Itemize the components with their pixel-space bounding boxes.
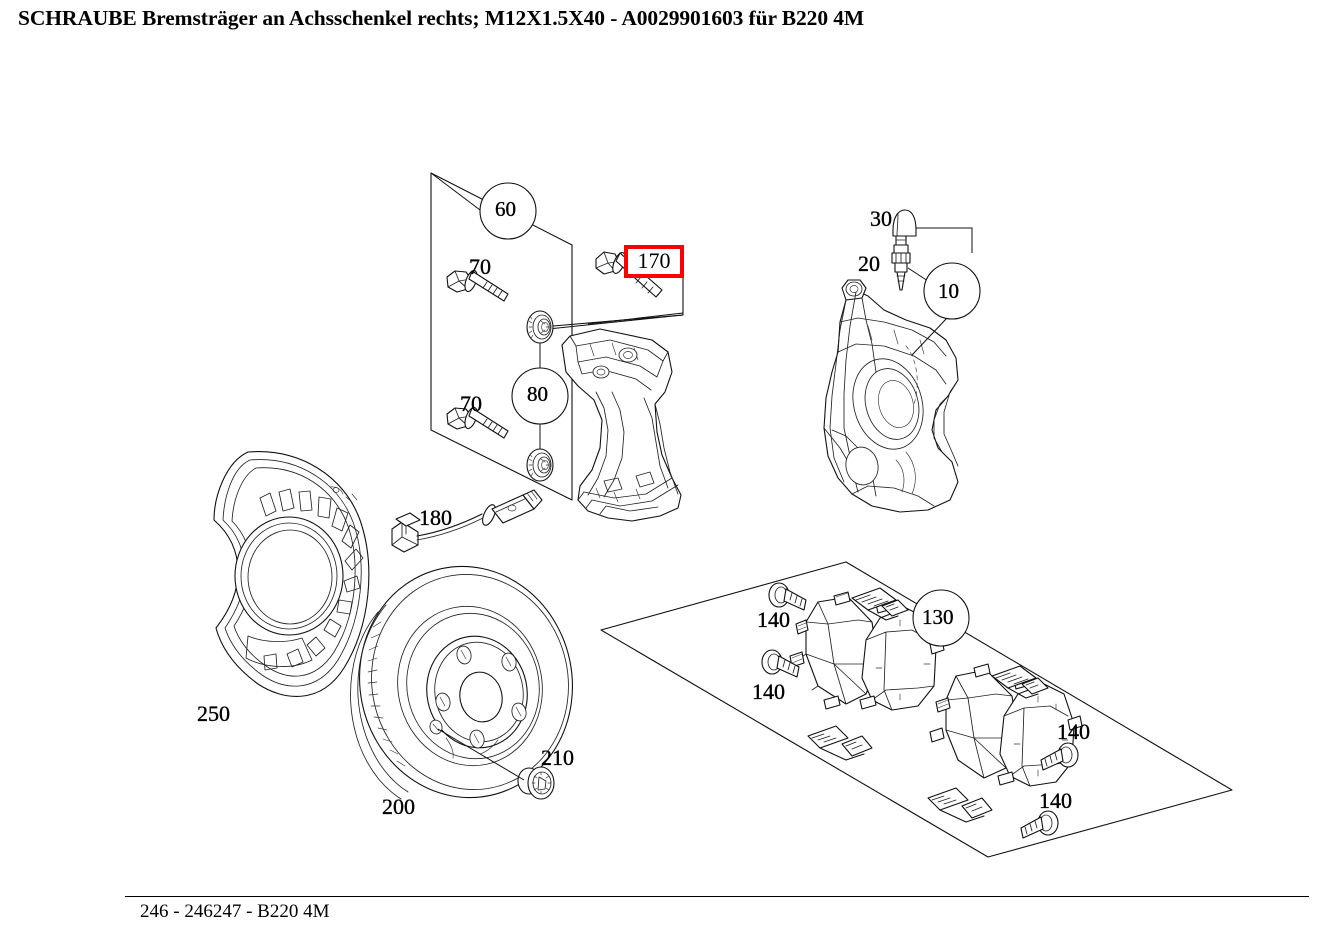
leader-210 [437, 728, 525, 781]
callout-label-10: 10 [938, 279, 959, 303]
brake-dust-shield-250 [213, 451, 370, 697]
balloon-60 [479, 182, 537, 240]
leader-170 [587, 312, 684, 325]
pad-spring-clip-2 [807, 725, 873, 761]
footer-reference: 246 - 246247 - B220 4M [140, 901, 330, 922]
leader-60 [430, 172, 485, 214]
pad-bolt-140-1 [768, 582, 807, 611]
footer-divider [125, 896, 1309, 897]
callout-label-200: 200 [382, 794, 415, 819]
callout-label-20: 20 [858, 251, 880, 276]
callout-label-30: 30 [870, 206, 892, 231]
guide-bushing-80-lower [526, 448, 554, 482]
brake-disc-200 [350, 565, 574, 800]
leader-10 [911, 317, 948, 356]
caliper-carrier-bracket [561, 328, 682, 522]
balloon-130 [912, 589, 970, 647]
callout-label-140-1: 140 [757, 607, 790, 632]
brake-wear-sensor-180 [391, 489, 543, 553]
leader-20 [907, 267, 929, 282]
callout-label-170: 170 [637, 248, 671, 273]
callout-label-180: 180 [419, 505, 452, 530]
leader-30 [916, 227, 973, 253]
brake-caliper-10 [823, 279, 959, 513]
highlight-box-170 [624, 245, 684, 278]
guide-bushing-80-upper [526, 310, 554, 344]
pad-spring-clip-3 [991, 665, 1049, 699]
callout-label-80: 80 [527, 382, 548, 406]
callout-label-140-2: 140 [752, 679, 785, 704]
brake-pad-1 [789, 591, 879, 710]
callout-label-140-4: 140 [1039, 788, 1072, 813]
disc-retaining-screw-210 [517, 766, 555, 800]
pad-bolt-140-4 [1020, 810, 1059, 839]
balloon-80 [511, 367, 569, 425]
guide-bolt-70-lower [446, 406, 509, 439]
pad-bolt-140-2 [761, 649, 800, 678]
callout-label-60: 60 [495, 197, 516, 221]
group-130-boundary [600, 561, 1233, 858]
pad-bolt-140-3 [1040, 742, 1079, 771]
callout-label-130: 130 [922, 605, 954, 629]
balloon-10 [923, 262, 981, 320]
callout-label-140-3: 140 [1057, 719, 1090, 744]
callout-label-70-upper: 70 [469, 254, 491, 279]
guide-bolt-70-upper [446, 269, 509, 302]
bleeder-cap-30 [892, 209, 917, 237]
pad-spring-clip-1 [851, 587, 909, 621]
callout-label-210: 210 [541, 745, 574, 770]
callout-label-70-lower: 70 [460, 391, 482, 416]
page-title: SCHRAUBE Bremsträger an Achsschenkel rec… [18, 6, 865, 30]
bleeder-screw-20 [891, 231, 911, 291]
pad-spring-clip-4 [927, 787, 993, 823]
callout-label-250: 250 [197, 701, 230, 726]
